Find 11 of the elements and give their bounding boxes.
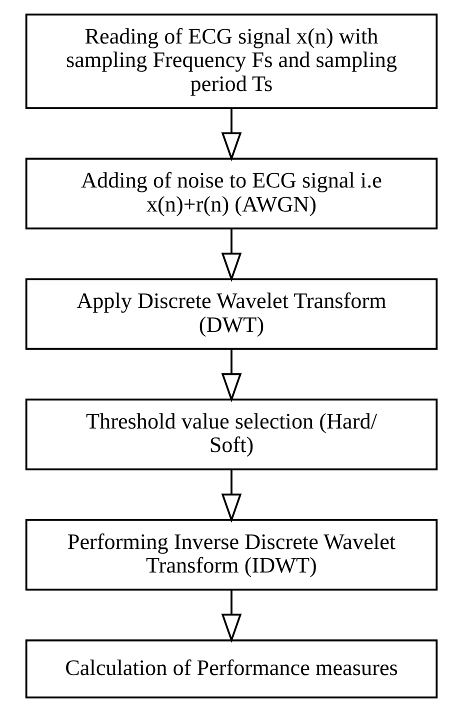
node-box: Reading of ECG signal x(n) with sampling Frequency Fs and sampling period Ts [25, 14, 438, 109]
node-box: Adding of noise to ECG signal i.e x(n)+r(n) (AWGN) [25, 158, 438, 230]
node-box: Performing Inverse Discrete Wavelet Transform (IDWT) [25, 519, 438, 591]
arrow [221, 108, 242, 162]
arrow [221, 228, 242, 282]
node-box: Threshold value selection (Hard/ Soft) [25, 398, 438, 470]
arrow [221, 590, 242, 643]
arrow [221, 469, 242, 523]
arrow [221, 348, 242, 402]
node-box: Apply Discrete Wavelet Transform (DWT) [25, 278, 438, 350]
node-box: Calculation of Performance measures [25, 639, 438, 698]
